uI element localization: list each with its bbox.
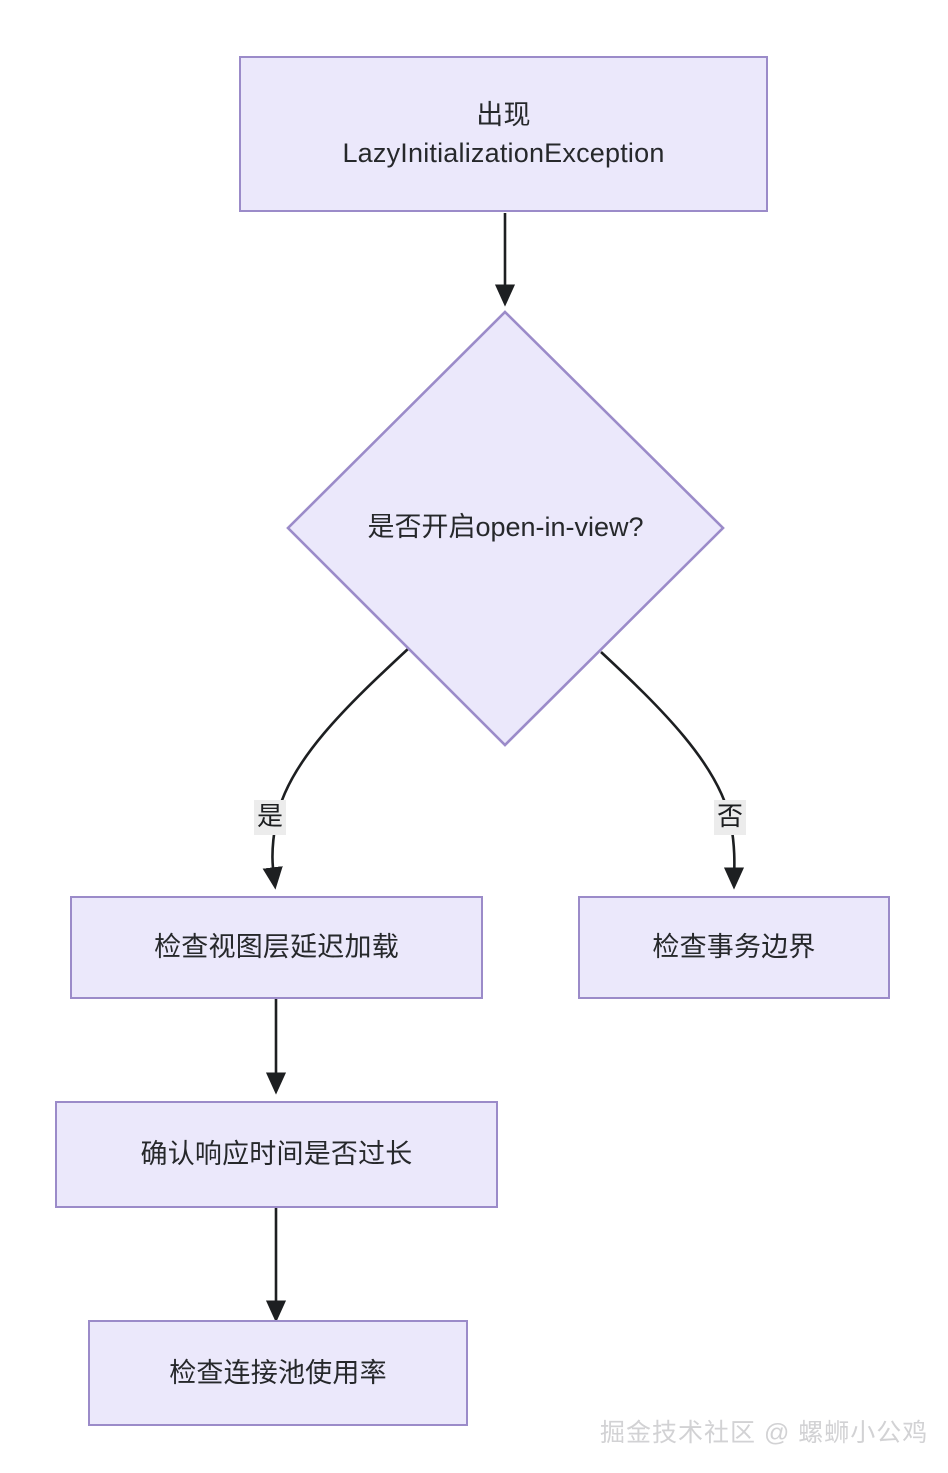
edge-label-no: 否 — [714, 800, 747, 835]
node-check-connection-pool-usage[interactable]: 检查连接池使用率 — [88, 1320, 468, 1426]
edge-n2-n3 — [262, 647, 410, 890]
node-decision-shape[interactable] — [286, 310, 725, 747]
edge-label-yes: 是 — [254, 800, 287, 835]
watermark-text: 掘金技术社区 @ 螺蛳小公鸡 — [600, 1419, 929, 1447]
node-check-view-lazy-loading[interactable]: 检查视图层延迟加载 — [70, 896, 483, 999]
node-exception-start[interactable]: 出现 LazyInitializationException — [239, 56, 768, 212]
edge-n2-n4 — [600, 651, 745, 890]
node-confirm-response-time[interactable]: 确认响应时间是否过长 — [55, 1101, 498, 1208]
node-check-transaction-boundary[interactable]: 检查事务边界 — [578, 896, 890, 999]
